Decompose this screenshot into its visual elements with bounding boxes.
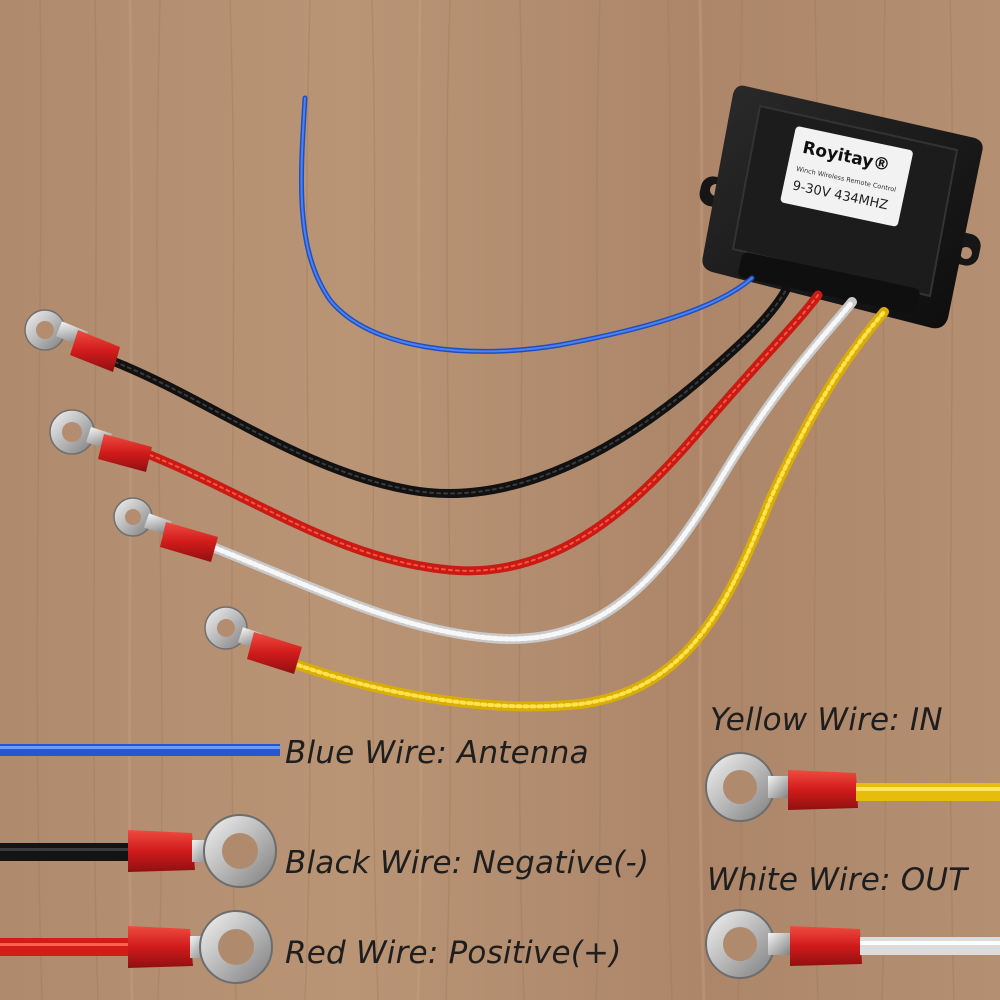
legend-white-label: White Wire: OUT — [707, 862, 968, 898]
legend-blue-wire-sample — [0, 744, 280, 756]
legend-yellow-terminal — [705, 752, 1000, 822]
legend-red-label: Red Wire: Positive(+) — [285, 935, 622, 971]
ring-terminal-black — [24, 309, 120, 372]
legend-yellow-label: Yellow Wire: IN — [710, 702, 943, 738]
device-label — [780, 126, 913, 227]
ring-terminal-yellow — [204, 606, 302, 674]
ring-terminal-red — [49, 409, 152, 472]
legend-red-terminal — [0, 910, 273, 984]
legend-blue-label: Blue Wire: Antenna — [285, 735, 589, 771]
black-wire — [110, 285, 791, 498]
blue-antenna-wire — [298, 95, 755, 354]
ring-terminal-white — [113, 497, 218, 562]
remote-receiver-box: Royitay® Winch Wireless Remote Control 9… — [699, 85, 983, 329]
white-wire — [210, 297, 857, 644]
yellow-wire — [293, 307, 889, 712]
legend-white-terminal — [705, 909, 1000, 979]
red-wire — [145, 290, 823, 576]
legend-black-label: Black Wire: Negative(-) — [285, 845, 650, 881]
legend-black-terminal — [0, 814, 277, 888]
